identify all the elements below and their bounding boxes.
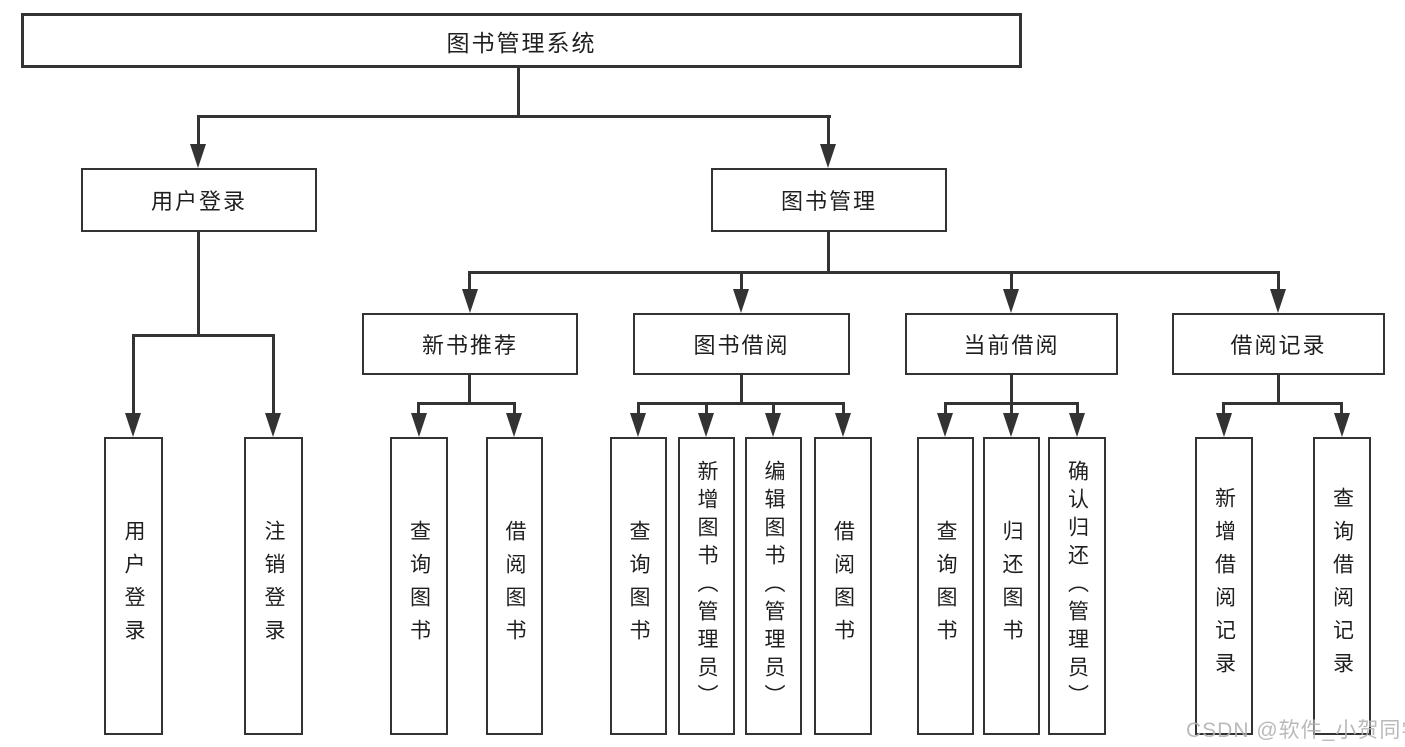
node-borrowing-records: 借阅记录 xyxy=(1172,313,1385,375)
leaf-borrow-books-recommend: 借阅图书 xyxy=(486,437,543,735)
arrowhead-icon xyxy=(125,413,141,437)
arrowhead-icon xyxy=(630,413,646,437)
arrowhead-icon xyxy=(1270,289,1286,313)
node-book-borrowing: 图书借阅 xyxy=(633,313,850,375)
connector-line xyxy=(417,402,516,405)
connector-line xyxy=(1222,402,1225,415)
connector-line xyxy=(417,402,420,415)
connector-line xyxy=(513,402,516,415)
connector-line xyxy=(944,402,947,415)
arrowhead-icon xyxy=(506,413,522,437)
leaf-query-books-recommend: 查询图书 xyxy=(390,437,448,735)
node-current-borrowing: 当前借阅 xyxy=(905,313,1118,375)
arrowhead-icon xyxy=(820,144,836,168)
node-library-management-system: 图书管理系统 xyxy=(21,13,1022,68)
leaf-borrow-books-borrowing: 借阅图书 xyxy=(814,437,872,735)
connector-line xyxy=(132,334,135,415)
arrowhead-icon xyxy=(462,289,478,313)
connector-line xyxy=(1076,402,1079,415)
connector-line xyxy=(197,232,200,336)
leaf-query-books-borrowing: 查询图书 xyxy=(610,437,667,735)
connector-line xyxy=(827,232,830,273)
connector-line xyxy=(132,334,275,337)
connector-line xyxy=(827,115,830,146)
connector-line xyxy=(772,402,775,415)
connector-line xyxy=(197,115,831,118)
connector-line xyxy=(468,271,471,292)
arrowhead-icon xyxy=(765,413,781,437)
arrowhead-icon xyxy=(1003,413,1019,437)
connector-line xyxy=(197,115,200,146)
arrowhead-icon xyxy=(411,413,427,437)
arrowhead-icon xyxy=(1334,413,1350,437)
node-book-management: 图书管理 xyxy=(711,168,947,232)
arrowhead-icon xyxy=(1003,289,1019,313)
connector-line xyxy=(1277,375,1280,405)
connector-line xyxy=(705,402,708,415)
leaf-user-login: 用户登录 xyxy=(104,437,163,735)
csdn-watermark: CSDN @软件_小贺同学 xyxy=(1186,719,1405,742)
connector-line xyxy=(469,271,1280,274)
arrowhead-icon xyxy=(835,413,851,437)
connector-line xyxy=(1222,402,1343,405)
arrowhead-icon xyxy=(190,144,206,168)
leaf-edit-books-admin: 编辑图书（管理员） xyxy=(745,437,802,735)
leaf-return-books: 归还图书 xyxy=(983,437,1040,735)
connector-line xyxy=(1010,402,1013,415)
arrowhead-icon xyxy=(733,289,749,313)
leaf-add-books-admin: 新增图书（管理员） xyxy=(678,437,735,735)
connector-line xyxy=(1277,271,1280,292)
leaf-confirm-return-admin: 确认归还（管理员） xyxy=(1048,437,1106,735)
connector-line xyxy=(740,271,743,292)
leaf-logout: 注销登录 xyxy=(244,437,303,735)
arrowhead-icon xyxy=(265,413,281,437)
arrowhead-icon xyxy=(698,413,714,437)
connector-line xyxy=(637,402,640,415)
connector-line xyxy=(272,334,275,415)
connector-line xyxy=(517,68,520,118)
connector-line xyxy=(468,375,471,405)
node-new-book-recommendation: 新书推荐 xyxy=(362,313,578,375)
leaf-query-books-current: 查询图书 xyxy=(917,437,974,735)
connector-line xyxy=(637,402,845,405)
leaf-query-borrow-record: 查询借阅记录 xyxy=(1313,437,1371,735)
connector-line xyxy=(842,402,845,415)
arrowhead-icon xyxy=(1216,413,1232,437)
leaf-add-borrow-record: 新增借阅记录 xyxy=(1195,437,1253,735)
connector-line xyxy=(1340,402,1343,415)
node-user-login: 用户登录 xyxy=(81,168,317,232)
connector-line xyxy=(1010,271,1013,292)
arrowhead-icon xyxy=(1069,413,1085,437)
arrowhead-icon xyxy=(937,413,953,437)
connector-line xyxy=(1010,375,1013,405)
connector-line xyxy=(740,375,743,405)
